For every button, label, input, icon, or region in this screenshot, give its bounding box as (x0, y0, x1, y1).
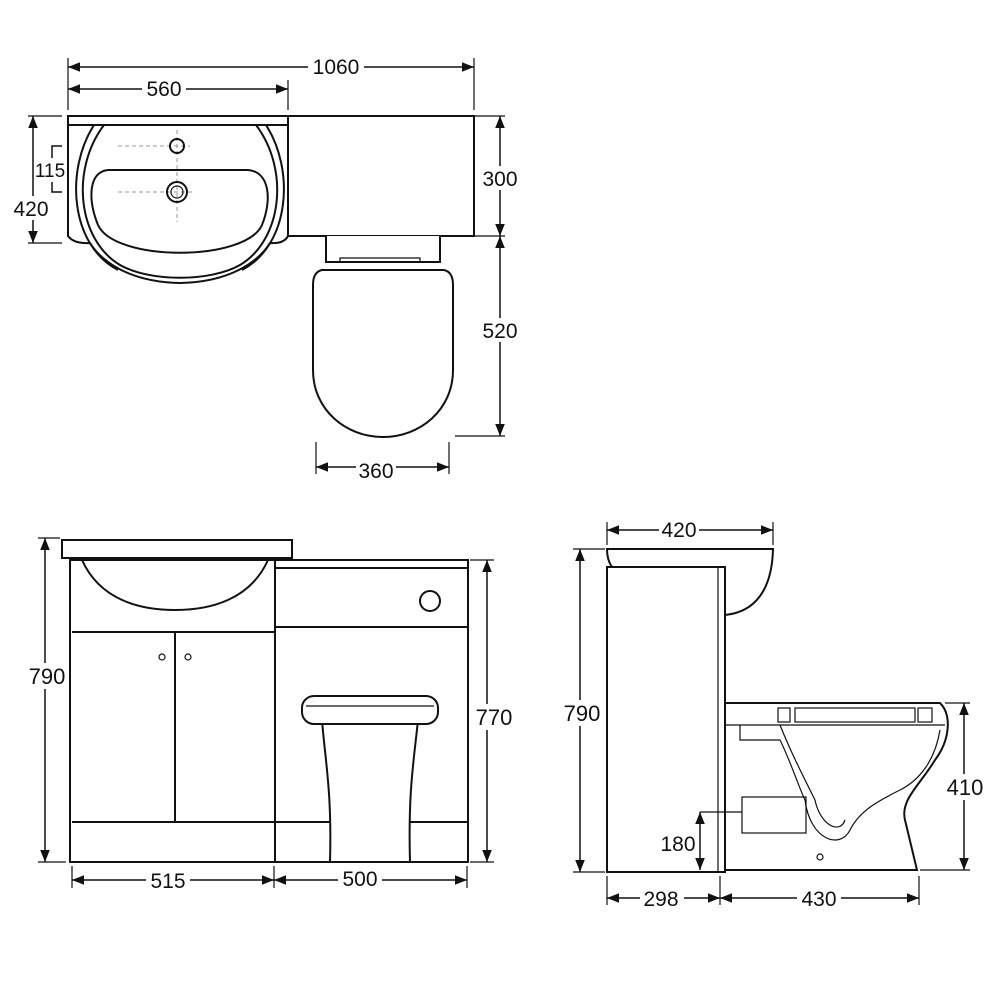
tap-hole-icon (169, 138, 185, 154)
dim-side-overall-height: 790 (564, 701, 601, 726)
dim-basin-width: 560 (146, 78, 181, 101)
dim-wc-unit-height: 770 (476, 705, 513, 730)
toilet-front (301, 695, 439, 863)
dim-side-basin-depth: 420 (661, 519, 696, 542)
dim-tap-to-waste: 115 (35, 161, 65, 182)
waste-outlet-icon (166, 181, 188, 203)
dim-vanity-width: 515 (150, 870, 185, 893)
toilet-plan (312, 236, 454, 439)
dim-basin-depth: 420 (13, 198, 48, 221)
dim-toilet-width: 360 (358, 460, 393, 483)
dim-waste-height: 180 (660, 833, 695, 856)
dim-toilet-projection: 520 (482, 320, 517, 343)
basin-plan (67, 115, 289, 285)
unit-side (606, 566, 726, 873)
toilet-side (700, 702, 949, 871)
dim-unit-depth: 298 (643, 888, 678, 911)
dim-pan-height: 410 (947, 775, 984, 800)
cabinet-plan (287, 115, 475, 237)
vanity-unit (69, 559, 276, 863)
door-knob-icon (184, 653, 192, 661)
dim-front-overall-height: 790 (29, 664, 66, 689)
front-view: 790 770 515 500 (25, 537, 516, 893)
door-knob-icon (158, 653, 166, 661)
dim-cabinet-depth: 300 (482, 168, 517, 191)
dim-wc-unit-width: 500 (342, 868, 377, 891)
side-view: 420 790 410 180 298 430 (560, 518, 988, 911)
dim-pan-projection: 430 (801, 888, 836, 911)
flush-button-icon (419, 590, 441, 612)
dim-overall-width: 1060 (313, 56, 360, 79)
top-view: 1060 560 420 115 300 520 360 (12, 55, 520, 483)
